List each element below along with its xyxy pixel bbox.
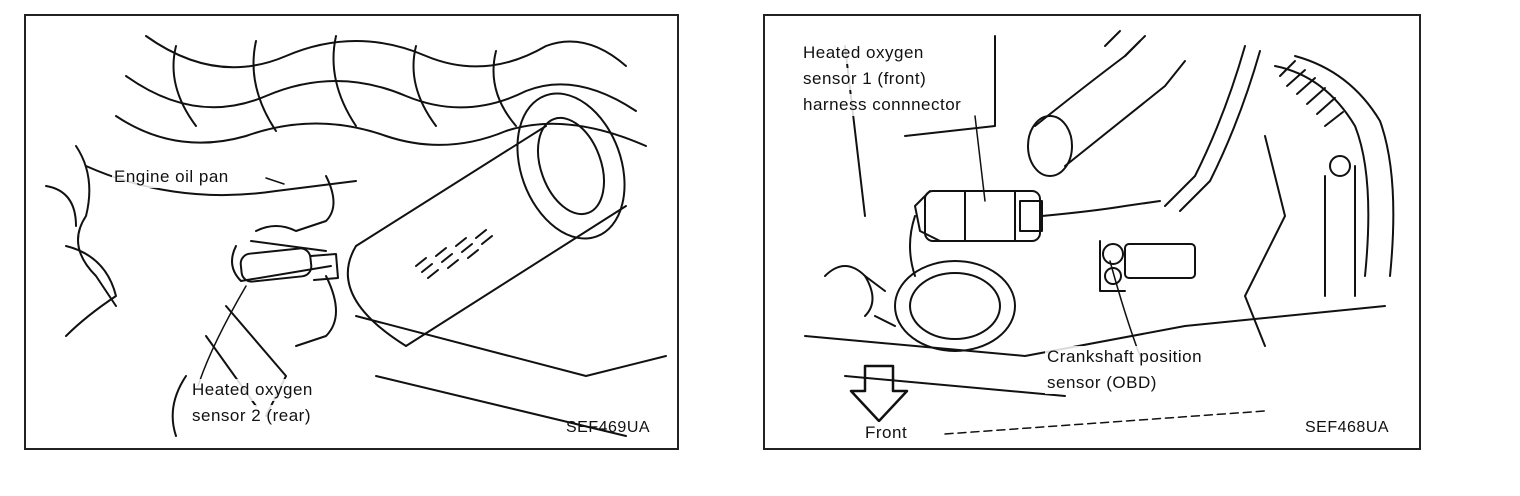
label-ckp-line1: Crankshaft position — [1045, 346, 1205, 368]
figure-code-left: SEF469UA — [566, 419, 651, 436]
label-front: Front — [863, 422, 910, 444]
label-ho2s1-line3: harness connnector — [801, 94, 964, 116]
label-ho2s1-line1: Heated oxygen — [801, 42, 926, 64]
figure-code-right: SEF468UA — [1305, 419, 1390, 436]
figure-ho2s1-front-ckp: Heated oxygen sensor 1 (front) harness c… — [763, 14, 1421, 450]
label-ho2s2-line2: sensor 2 (rear) — [190, 405, 313, 427]
label-ho2s1-line2: sensor 1 (front) — [801, 68, 929, 90]
label-engine-oil-pan: Engine oil pan — [112, 166, 231, 188]
label-ckp-line2: sensor (OBD) — [1045, 372, 1159, 394]
label-ho2s2-line1: Heated oxygen — [190, 379, 315, 401]
figure-ho2s2-rear: Engine oil pan Heated oxygen sensor 2 (r… — [24, 14, 679, 450]
engine-underside-drawing — [45, 35, 667, 437]
